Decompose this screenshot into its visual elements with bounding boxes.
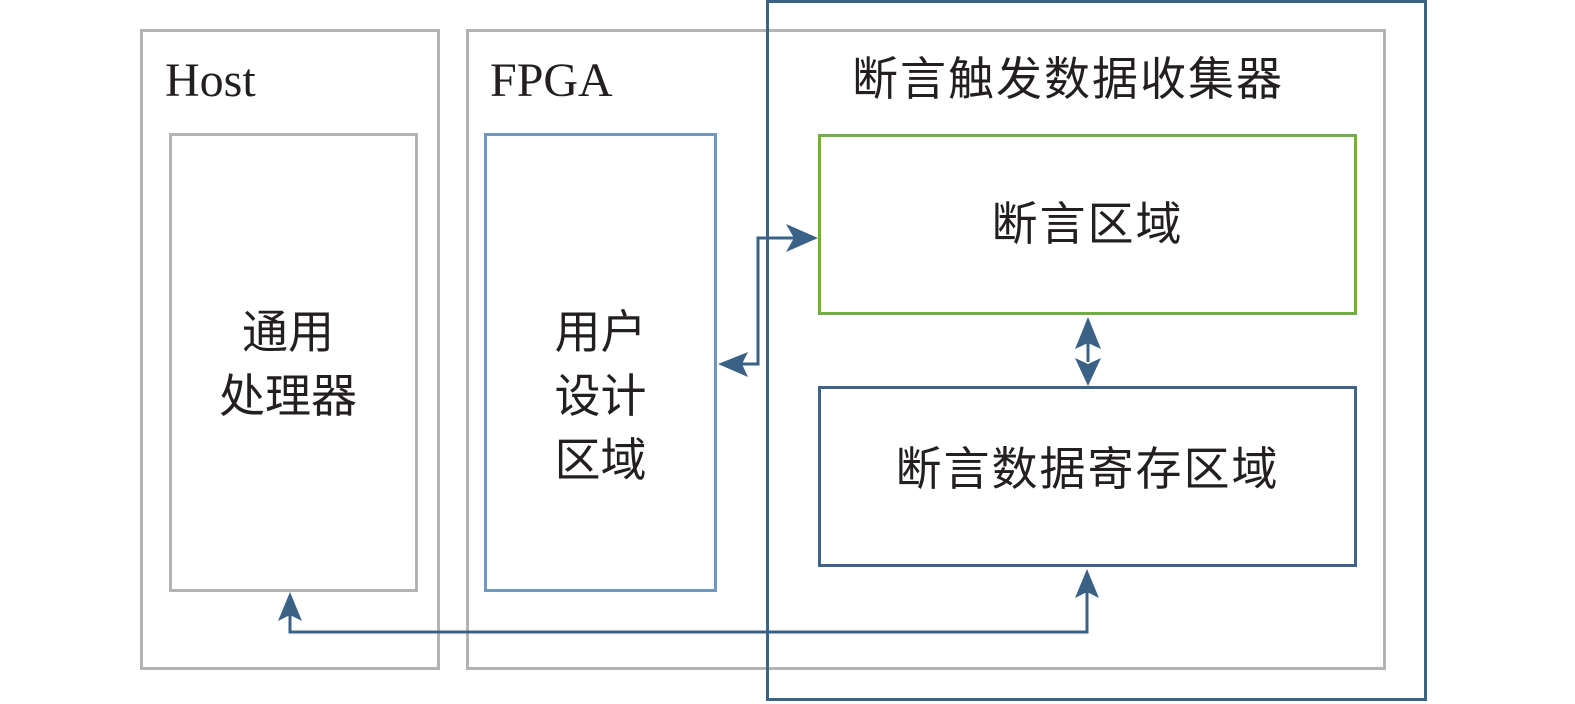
- arrowhead-to-assertion-region: [786, 224, 818, 252]
- assertion-region-label: 断言区域: [991, 197, 1184, 251]
- host-title: Host: [165, 54, 256, 107]
- fpga-container: [466, 29, 1386, 670]
- user-design-line-3: 区域: [554, 433, 647, 487]
- assertion-data-collector-container: [766, 0, 1427, 701]
- assertion-region-box: [818, 134, 1357, 315]
- general-processor-box: [169, 133, 418, 592]
- arrowhead-to-user-design: [718, 352, 748, 377]
- fpga-title: FPGA: [490, 54, 613, 107]
- user-design-line-1: 用户: [554, 305, 647, 359]
- general-processor-line-2: 处理器: [219, 369, 357, 423]
- collector-title: 断言触发数据收集器: [852, 52, 1284, 106]
- arrowhead-up-assertion-region: [1075, 317, 1101, 349]
- general-processor-label: 通用 处理器: [169, 300, 407, 428]
- arrowhead-down-storage-region: [1075, 358, 1101, 386]
- user-design-line-2: 设计: [554, 369, 647, 423]
- general-processor-line-1: 通用: [242, 305, 334, 359]
- user-design-to-assertion-line: [742, 236, 795, 366]
- arrowhead-to-processor: [278, 592, 302, 621]
- user-design-region-box: [484, 133, 717, 592]
- host-container: [140, 29, 440, 670]
- processor-to-storage-line: [288, 590, 1089, 634]
- user-design-region-label: 用户 设计 区域: [484, 300, 717, 492]
- assertion-storage-region-label: 断言数据寄存区域: [895, 442, 1280, 496]
- assertion-storage-region-box: [818, 386, 1357, 567]
- arrowhead-to-storage-region: [1075, 569, 1099, 598]
